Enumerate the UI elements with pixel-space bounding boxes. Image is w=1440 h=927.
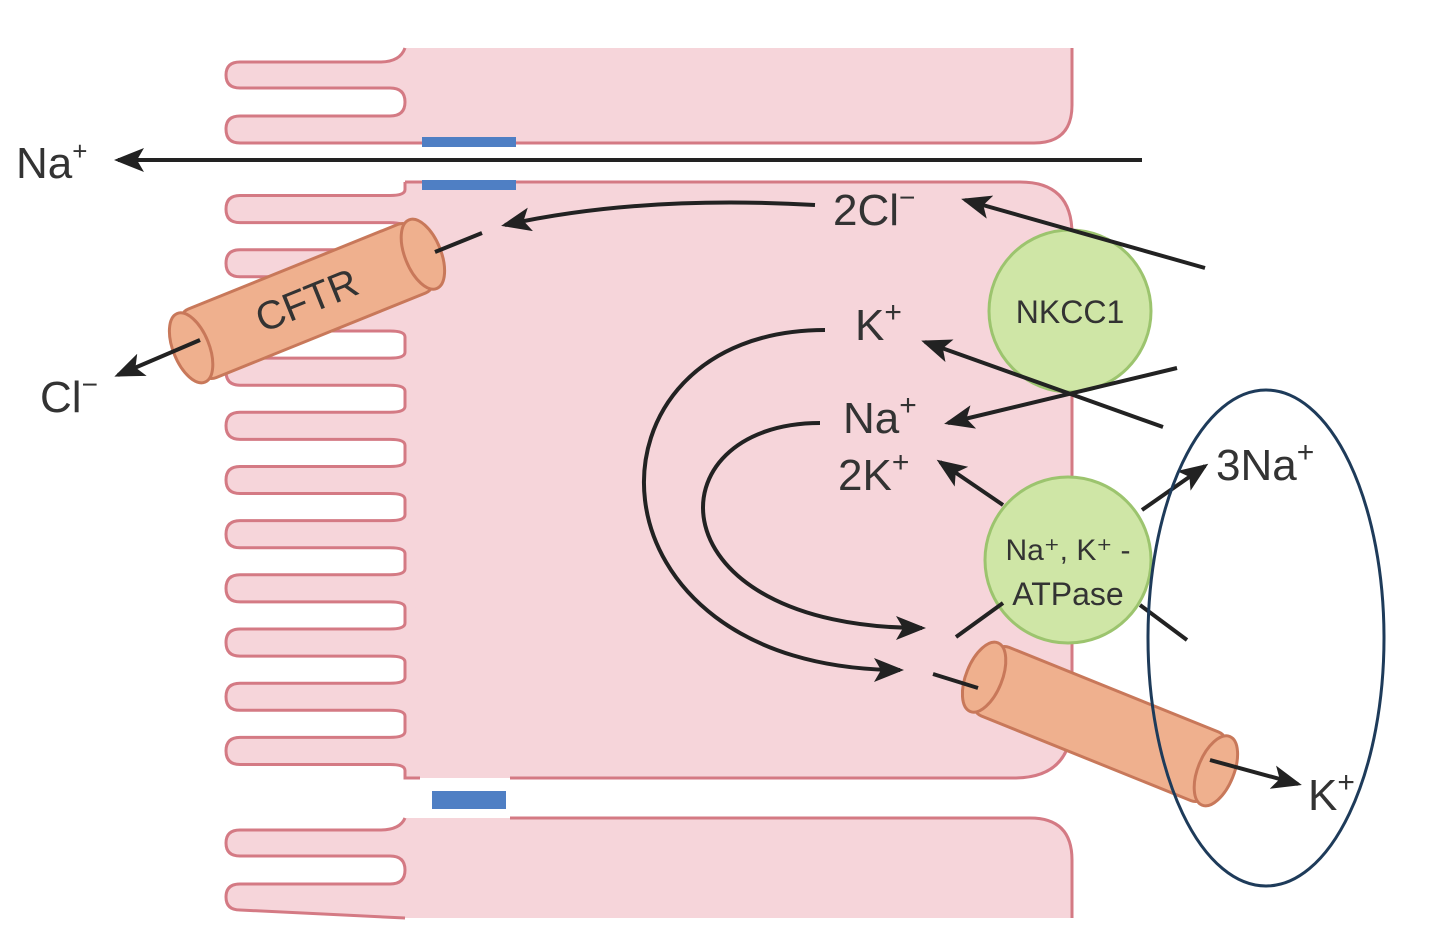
nkcc1-na-in-arrow: [944, 366, 1178, 429]
atpase-k-in-arrow: [936, 459, 1005, 507]
atpase-label-line2: ATPase: [1012, 576, 1123, 612]
nkcc1-transporter: NKCC1: [987, 228, 1153, 394]
na-k-atpase: Na⁺, K⁺ - ATPase: [983, 475, 1153, 645]
tight-junction-lower: [422, 180, 516, 190]
na-recycle-loop: [701, 421, 926, 640]
atpase-tail-left: [954, 601, 1005, 639]
top-cell-microvilli: [224, 47, 407, 145]
tight-junction-upper: [422, 137, 516, 147]
k-recycle-loop: [642, 328, 904, 682]
label-2k-in: 2K+: [838, 446, 909, 500]
nkcc1-cl-in-arrow: [961, 195, 1206, 270]
cl-to-cftr-arrow: [501, 200, 816, 232]
label-k-in: K+: [855, 296, 902, 350]
label-na-out-top: Na+: [16, 136, 87, 188]
k-channel-entry-dash: [932, 672, 979, 690]
label-cl-out: Cl−: [40, 369, 98, 422]
cftr-cl-exit-arrow: [114, 338, 201, 377]
bottom-cell: [224, 816, 1074, 920]
cftr-entry-dash: [434, 231, 483, 254]
ion-labels: Na+ Cl− 2Cl− K+ Na+ 2K+ 3Na+ K+: [16, 136, 1355, 820]
label-na-in: Na+: [843, 389, 917, 443]
label-k-out: K+: [1308, 766, 1355, 820]
highlight-ellipse: [1146, 388, 1386, 888]
label-2cl-in: 2Cl−: [833, 182, 915, 235]
tight-junction-bottom: [432, 791, 506, 809]
label-3na-out: 3Na+: [1216, 436, 1314, 490]
k-channel-exit-arrow: [1209, 758, 1302, 789]
nkcc1-label: NKCC1: [1016, 294, 1124, 330]
atpase-label-line1: Na⁺, K⁺ -: [1005, 534, 1130, 567]
top-cell: [224, 47, 1074, 145]
k-channel: [960, 640, 1240, 808]
nkcc1-k-in-arrow: [921, 339, 1164, 429]
